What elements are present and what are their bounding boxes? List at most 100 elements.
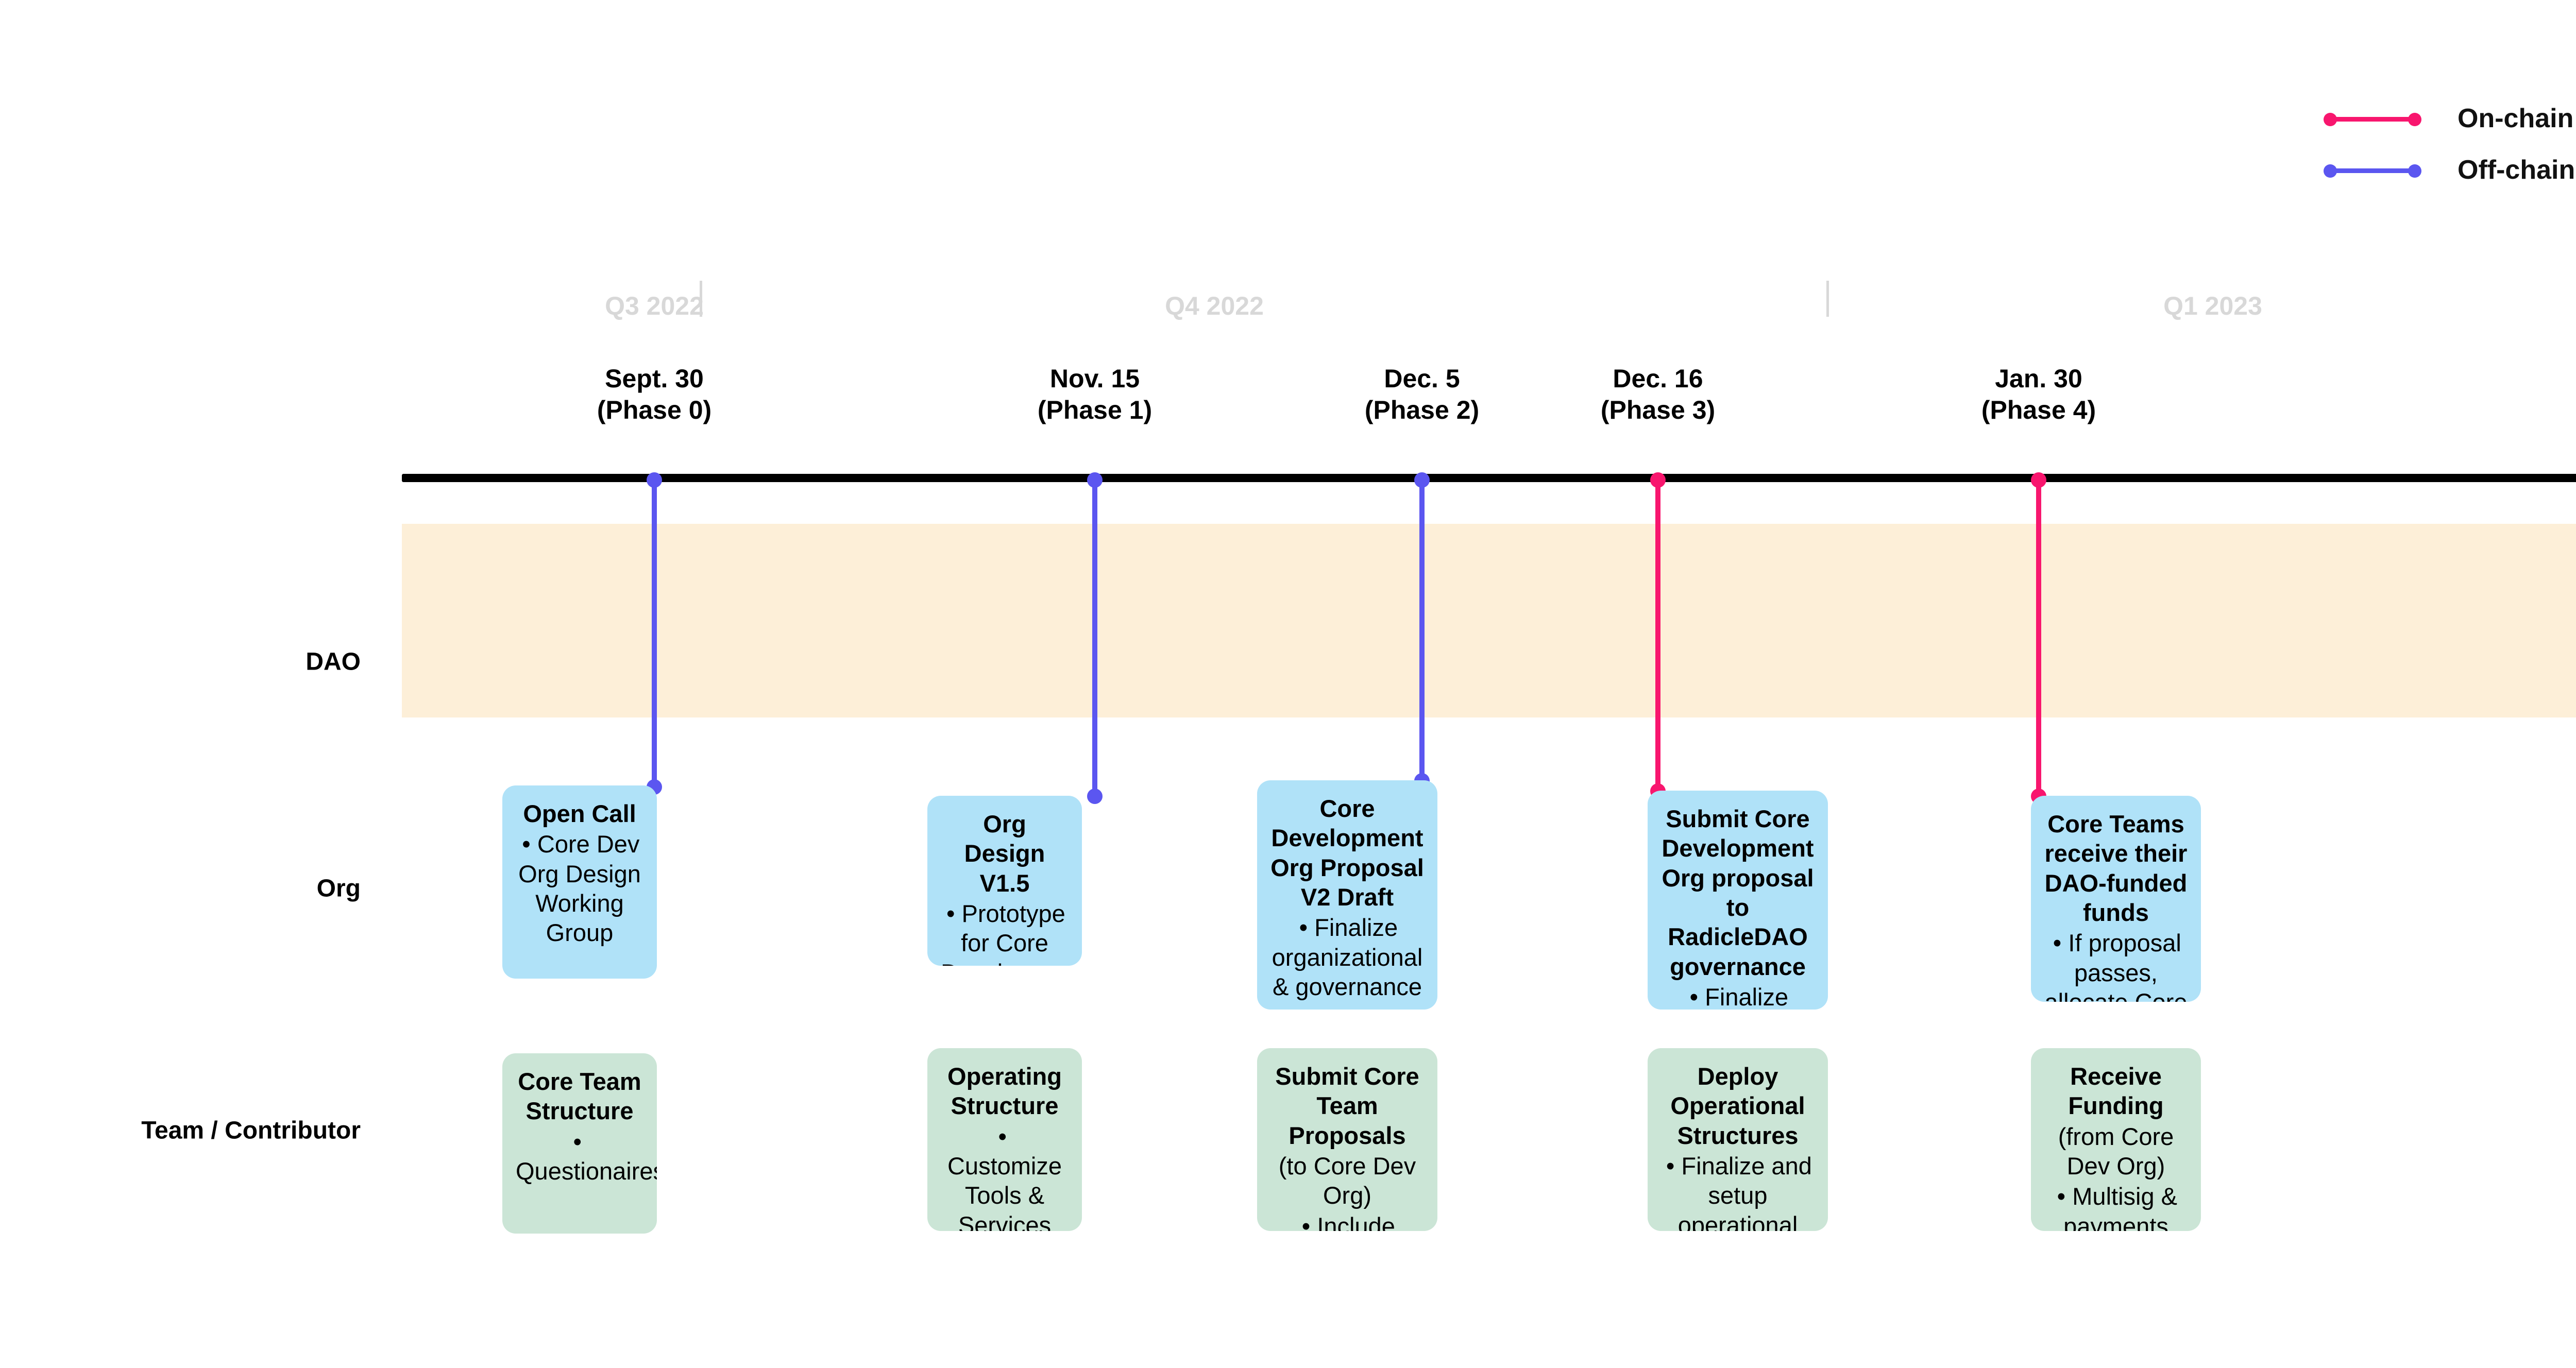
bullet-icon: • xyxy=(1689,983,1699,1010)
org-milestone-card[interactable]: Core Development Org Proposal V2 Draft•F… xyxy=(1257,780,1437,1010)
card-bullet-text: If proposal passes, allocate Core Team b… xyxy=(2045,929,2188,1002)
date-text: Nov. 15 xyxy=(1049,364,1140,393)
card-title: Open Call xyxy=(523,800,636,827)
row-label-dao: DAO xyxy=(306,648,361,676)
card-bullet-list: •Finalize organizational & governance pr… xyxy=(1270,913,1424,1010)
row-label-team: Team / Contributor xyxy=(141,1117,361,1144)
connector-off-chain xyxy=(647,472,662,795)
team-milestone-card[interactable]: Operating Structure•Customize Tools & Se… xyxy=(927,1048,1082,1231)
card-bullet: •Prototype for Core Development Org Desi… xyxy=(941,899,1082,966)
bullet-icon: • xyxy=(1666,1152,1675,1179)
card-bullet-text: Finalize Core Team proposals xyxy=(1705,983,1789,1010)
date-marker-label: Nov. 15(Phase 1) xyxy=(1038,363,1152,426)
connector-on-chain xyxy=(2031,472,2046,804)
connector-dot-top xyxy=(1414,472,1430,488)
card-subtitle: (from Core Dev Org) xyxy=(2058,1122,2174,1179)
card-bullet-list: •Prototype for Core Development Org Desi… xyxy=(941,899,1082,966)
card-bullet-text: Finalize and setup operational structure… xyxy=(1677,1152,1812,1231)
quarter-label: Q4 2022 xyxy=(1165,292,1264,320)
team-milestone-card[interactable]: Core Team Structure•Questionaires xyxy=(502,1053,657,1234)
card-bullet-list: •Finalize Core Team proposals•Includes t… xyxy=(1661,982,1815,1010)
timeline-axis xyxy=(402,474,2576,482)
card-bullet-text: Multisig & payments process ready xyxy=(2063,1183,2178,1231)
legend-label-off-chain: Off-chain xyxy=(2458,155,2575,185)
phase-text: (Phase 0) xyxy=(597,396,712,424)
bullet-icon: • xyxy=(573,1127,582,1155)
on-chain-line-icon xyxy=(2324,112,2421,126)
phase-text: (Phase 2) xyxy=(1364,396,1480,424)
card-bullet-text: Include scope, objectives, budgets, and … xyxy=(1317,1212,1395,1231)
card-bullet-list: •Core Dev Org Design Working Group xyxy=(516,829,643,947)
card-bullet: •Questionaires xyxy=(516,1127,657,1186)
date-marker-label: Dec. 16 (Phase 3) xyxy=(1601,363,1715,426)
connector-dot-bottom xyxy=(1087,789,1103,804)
connector-off-chain xyxy=(1087,472,1103,804)
card-title: Core Teams receive their DAO-funded fund… xyxy=(2044,810,2188,926)
date-text: Dec. 5 xyxy=(1384,364,1460,393)
card-title: Receive Funding xyxy=(2068,1063,2164,1120)
card-bullet: •Finalize organizational & governance pr… xyxy=(1270,913,1424,1010)
card-bullet-list: •Questionaires xyxy=(516,1127,657,1186)
quarter-divider xyxy=(1826,281,1829,317)
card-bullet-list: •Customize Tools & Services•Engage third… xyxy=(941,1122,1069,1231)
card-bullet-list: •Finalize and setup operational structur… xyxy=(1661,1151,1815,1231)
card-title: Core Development Org Proposal V2 Draft xyxy=(1270,795,1424,911)
date-text: Dec. 16 xyxy=(1613,364,1703,393)
card-bullet-list: • Include scope, objectives, budgets, and… xyxy=(1270,1211,1424,1231)
bullet-icon: • xyxy=(1299,914,1308,942)
card-title: Operating Structure xyxy=(947,1063,1062,1120)
bullet-icon: • xyxy=(2053,929,2062,957)
card-bullet: •If proposal passes, allocate Core Team … xyxy=(2044,928,2188,1002)
date-marker-label: Dec. 5 (Phase 2) xyxy=(1365,363,1479,426)
card-bullet-list: •Multisig & payments process ready xyxy=(2044,1182,2188,1231)
card-title: Org Design V1.5 xyxy=(964,810,1045,897)
card-bullet: •Customize Tools & Services xyxy=(941,1122,1069,1231)
quarter-divider xyxy=(700,281,702,317)
date-marker-label: Jan. 30 (Phase 4) xyxy=(1981,363,2096,426)
legend-label-on-chain: On-chain xyxy=(2458,104,2574,133)
org-milestone-card[interactable]: Open Call•Core Dev Org Design Working Gr… xyxy=(502,785,657,979)
dao-band xyxy=(402,524,2576,717)
connector-on-chain xyxy=(1650,472,1666,799)
card-bullet: •Core Dev Org Design Working Group xyxy=(516,829,643,947)
bullet-icon: • xyxy=(946,899,955,927)
bullet-icon: • xyxy=(522,830,531,858)
card-title: Deploy Operational Structures xyxy=(1670,1063,1805,1149)
card-title: Core Team Structure xyxy=(518,1068,641,1125)
card-bullet-text: Prototype for Core Development Org Desig… xyxy=(941,899,1082,966)
card-bullet: •Finalize and setup operational structur… xyxy=(1661,1151,1815,1231)
connector-off-chain xyxy=(1414,472,1430,789)
legend-item-on-chain: On-chain xyxy=(2324,103,2573,134)
quarter-label: Q3 2022 xyxy=(605,292,704,320)
bullet-icon: • xyxy=(998,1122,1007,1150)
phase-text: (Phase 3) xyxy=(1600,396,1716,424)
card-title: Submit Core Development Org proposal to … xyxy=(1662,805,1814,980)
team-milestone-card[interactable]: Receive Funding(from Core Dev Org)•Multi… xyxy=(2031,1048,2201,1231)
connector-dot-top xyxy=(647,472,662,488)
team-milestone-card[interactable]: Deploy Operational Structures•Finalize a… xyxy=(1648,1048,1828,1231)
connector-dot-top xyxy=(1650,472,1666,488)
org-milestone-card[interactable]: Org Design V1.5•Prototype for Core Devel… xyxy=(927,796,1082,966)
row-label-org: Org xyxy=(316,875,361,902)
card-subtitle: (to Core Dev Org) xyxy=(1278,1152,1416,1209)
phase-text: (Phase 4) xyxy=(1981,396,2096,424)
card-bullet-text: Core Dev Org Design Working Group xyxy=(518,830,641,947)
bullet-icon: • xyxy=(1301,1212,1311,1231)
team-milestone-card[interactable]: Submit Core Team Proposals(to Core Dev O… xyxy=(1257,1048,1437,1231)
card-bullet: • Include scope, objectives, budgets, and… xyxy=(1270,1211,1424,1231)
date-marker-label: Sept. 30(Phase 0) xyxy=(597,363,711,426)
off-chain-line-icon xyxy=(2324,163,2421,178)
card-bullet-text: Questionaires xyxy=(516,1157,657,1185)
quarter-label: Q1 2023 xyxy=(2163,292,2262,320)
connector-dot-top xyxy=(1087,472,1103,488)
card-bullet-text: Finalize organizational & governance pro… xyxy=(1272,914,1423,1010)
connector-dot-top xyxy=(2031,472,2046,488)
legend-item-off-chain: Off-chain xyxy=(2324,155,2575,185)
org-milestone-card[interactable]: Core Teams receive their DAO-funded fund… xyxy=(2031,796,2201,1002)
card-bullet: •Multisig & payments process ready xyxy=(2044,1182,2188,1231)
date-text: Jan. 30 xyxy=(1995,364,2082,393)
card-bullet: •Finalize Core Team proposals xyxy=(1661,982,1815,1010)
org-milestone-card[interactable]: Submit Core Development Org proposal to … xyxy=(1648,791,1828,1010)
card-bullet-text: Customize Tools & Services xyxy=(947,1152,1062,1231)
